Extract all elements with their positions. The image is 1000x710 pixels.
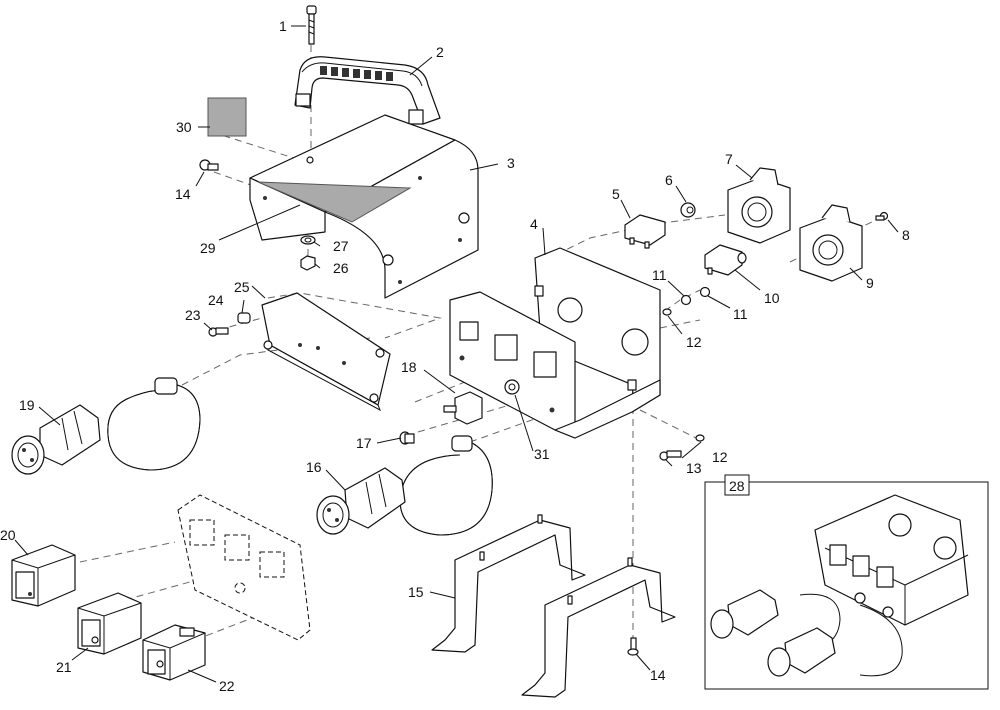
callout-15: 15 (408, 584, 424, 600)
part-22-switch-cover (142, 624, 206, 681)
callout-14-top: 14 (175, 186, 191, 202)
callout-labels: 1 2 30 3 14 29 27 26 4 5 6 7 8 9 10 11 1… (0, 18, 910, 694)
callout-11-b: 11 (733, 306, 748, 322)
callout-12-a: 12 (686, 334, 702, 350)
callout-25: 25 (234, 279, 250, 295)
callout-23: 23 (185, 307, 201, 323)
callout-6: 6 (665, 172, 673, 188)
callout-7: 7 (725, 151, 733, 167)
callout-3: 3 (507, 155, 515, 171)
part-8-screw (875, 211, 889, 221)
callout-18: 18 (401, 359, 417, 375)
part-25-panel (261, 292, 391, 412)
part-6-indicator-lamp (680, 202, 696, 218)
part-13-screw (659, 450, 682, 461)
ghost-panel-outline (177, 494, 311, 641)
leader-lines (14, 25, 899, 683)
callout-28: 28 (729, 478, 745, 494)
callout-13: 13 (686, 460, 702, 476)
callout-24: 24 (208, 292, 224, 308)
callout-14-bottom: 14 (650, 667, 666, 683)
callout-8: 8 (902, 227, 910, 243)
part-16-plug-cable (316, 435, 493, 536)
callout-4: 4 (530, 216, 538, 232)
part-15-bracket (431, 514, 676, 698)
part-1-screw (306, 5, 317, 45)
part-18-switch (443, 391, 483, 425)
part-4-housing (449, 247, 661, 439)
callout-10: 10 (764, 290, 780, 306)
part-26-nut (300, 255, 316, 271)
callout-20: 20 (0, 527, 16, 543)
part-23-screw (208, 327, 229, 337)
part-7-socket (727, 167, 791, 244)
part-21-switch-cover (77, 592, 142, 655)
part-2-handle (294, 56, 441, 125)
part-12-washer (662, 308, 705, 442)
callout-29: 29 (200, 240, 216, 256)
part-5-relay (624, 214, 666, 249)
part-17-gland (399, 431, 415, 445)
callout-12-b: 12 (712, 449, 728, 465)
callout-22: 22 (219, 678, 235, 694)
part-14-screw-top (199, 159, 219, 171)
callout-27: 27 (333, 238, 349, 254)
callout-9: 9 (866, 275, 874, 291)
callout-17: 17 (356, 435, 372, 451)
part-14-screw-bottom (627, 637, 639, 656)
part-10-relay (704, 244, 747, 276)
callout-19: 19 (19, 397, 35, 413)
part-24-spacer (237, 312, 251, 324)
callout-5: 5 (612, 186, 620, 202)
callout-30: 30 (176, 119, 192, 135)
callout-11-a: 11 (652, 267, 667, 283)
callout-1: 1 (279, 18, 287, 34)
part-9-socket (799, 204, 863, 282)
callout-21: 21 (56, 659, 72, 675)
part-3-cover (249, 114, 479, 299)
callout-26: 26 (333, 260, 349, 276)
callout-2: 2 (436, 44, 444, 60)
part-30-label-sticker (207, 97, 247, 137)
part-19-plug-cable (11, 377, 201, 475)
part-11-nut (680, 286, 711, 306)
part-20-switch-cover (11, 544, 76, 607)
inset-assembly-28 (704, 474, 989, 690)
callout-16: 16 (306, 459, 322, 475)
callout-31: 31 (534, 446, 550, 462)
part-27-washer (300, 235, 316, 245)
